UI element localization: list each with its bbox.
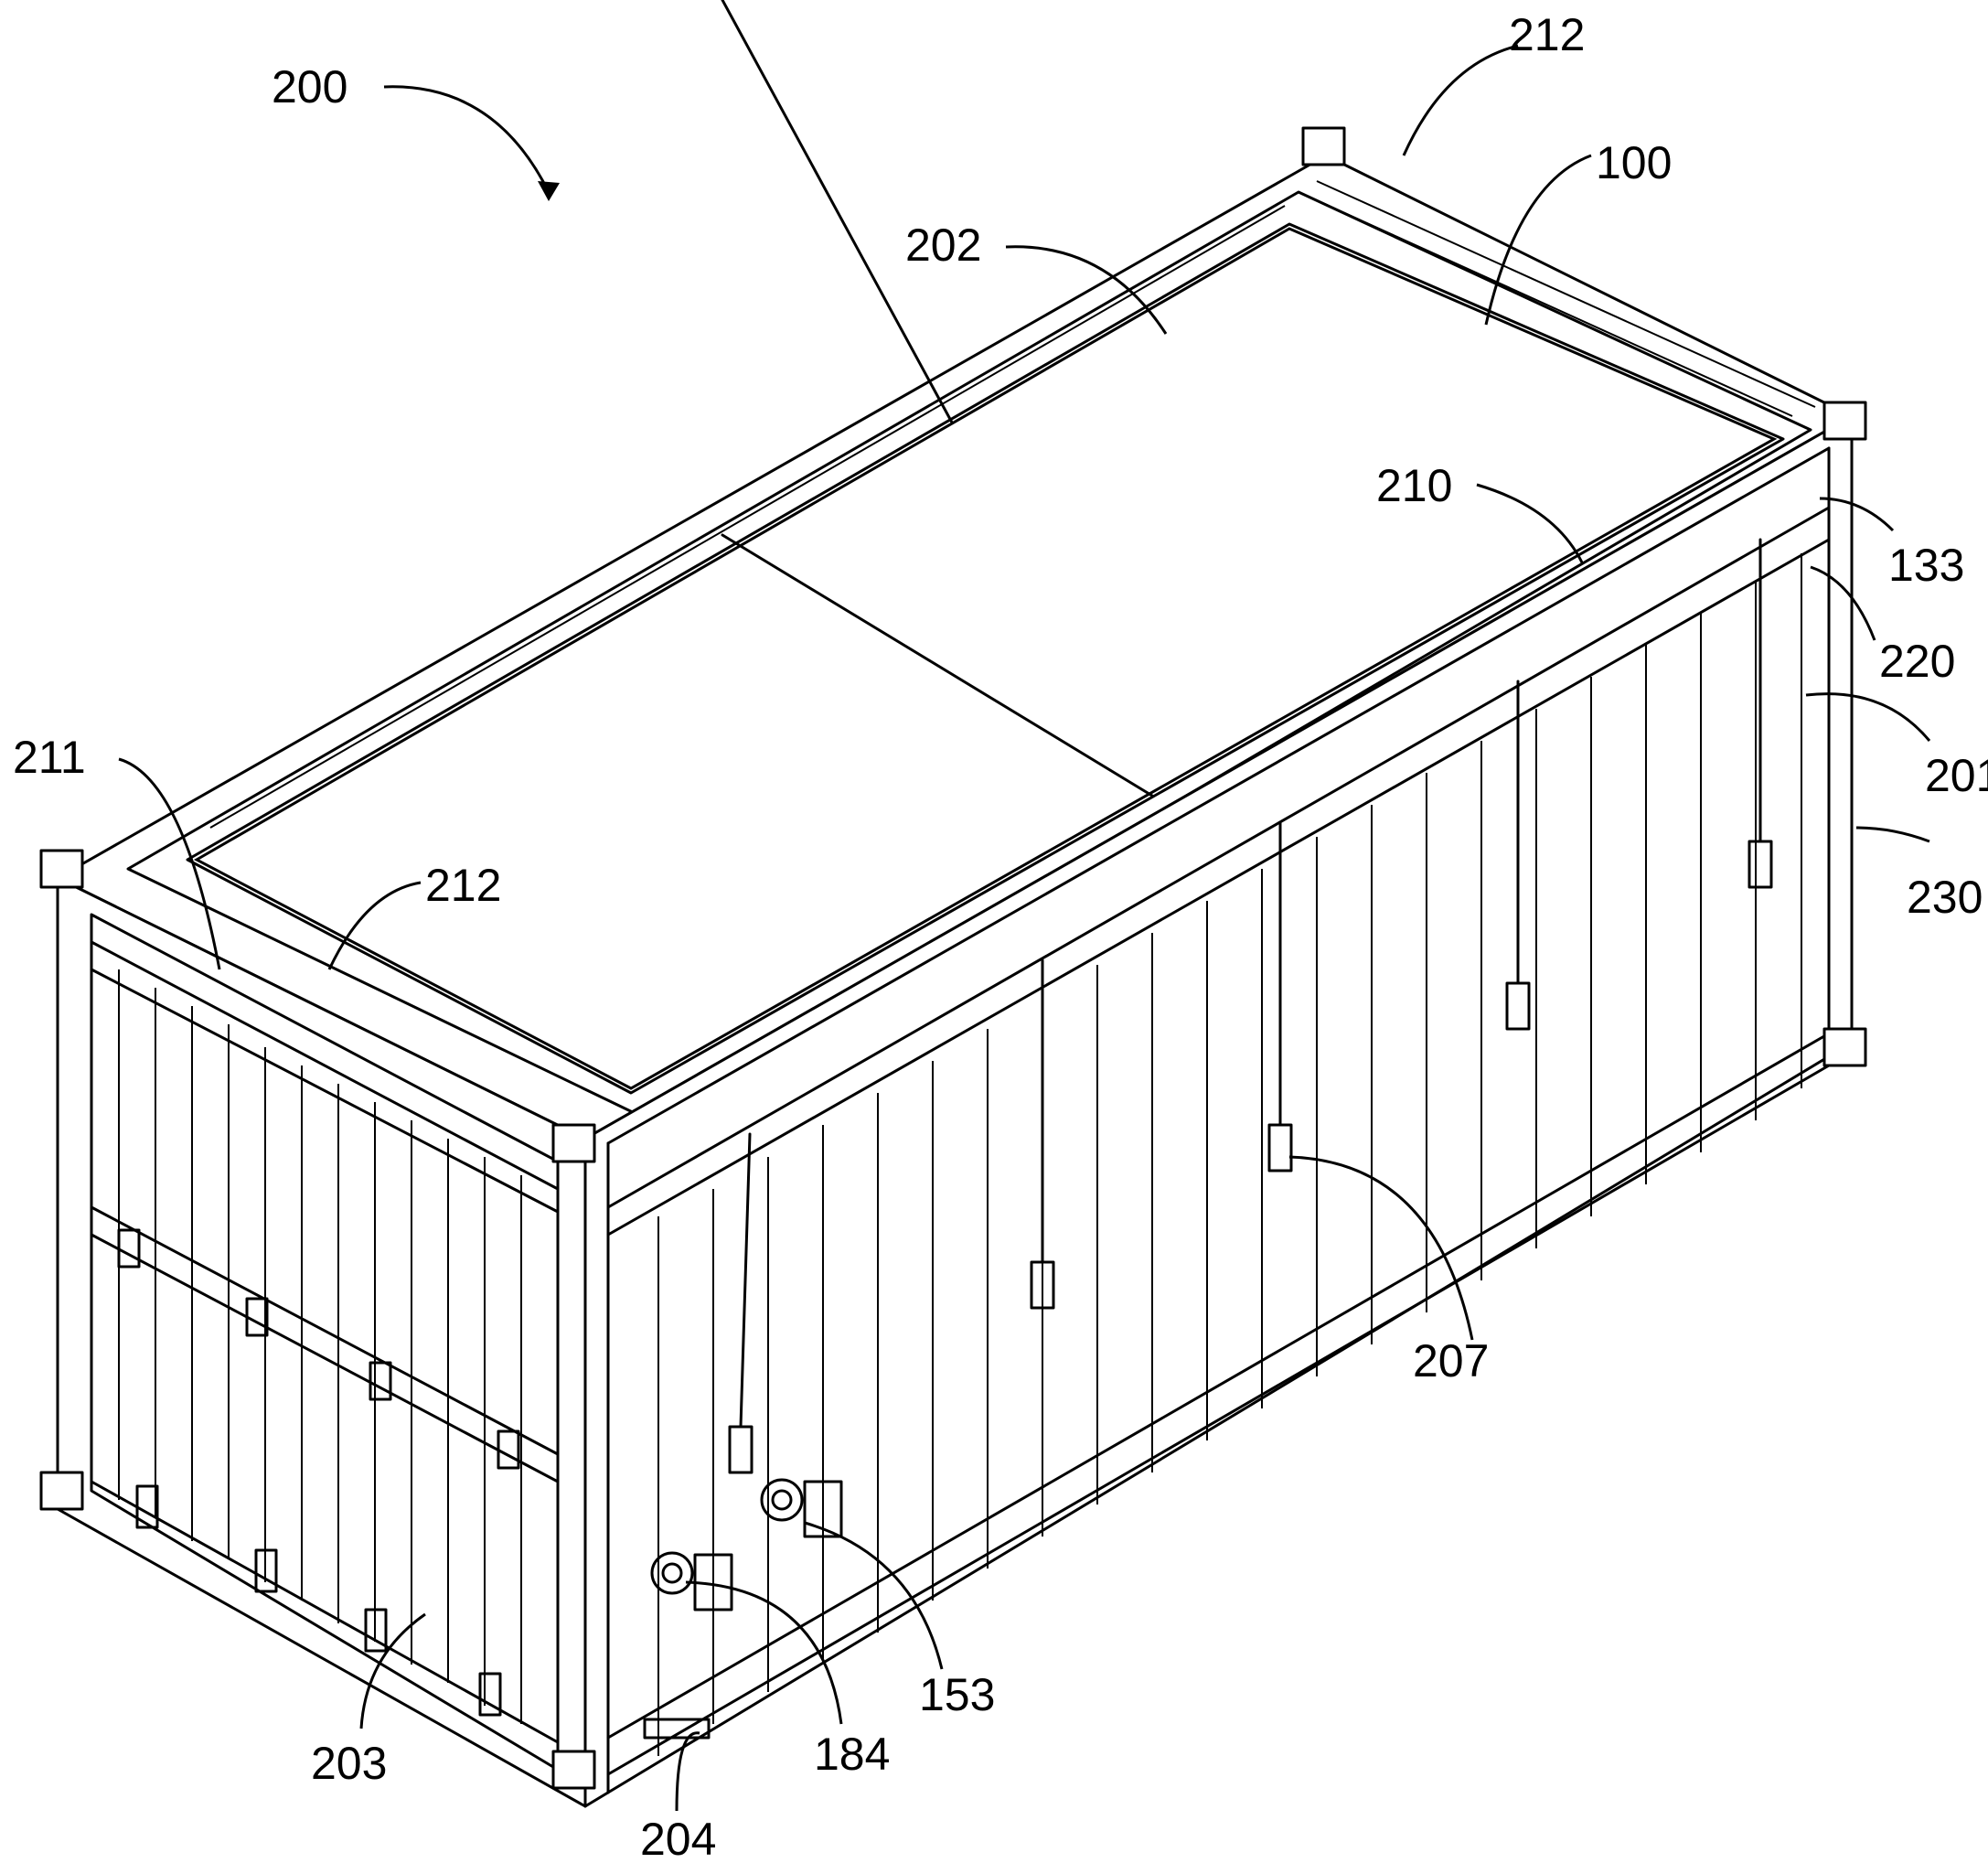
door-hinge-icon bbox=[117, 1228, 520, 1717]
label-100: 100 bbox=[1596, 137, 1672, 188]
label-212-top: 212 bbox=[1509, 9, 1585, 60]
label-204: 204 bbox=[640, 1814, 716, 1863]
leader-lines bbox=[118, 44, 1931, 1812]
label-200: 200 bbox=[272, 61, 347, 112]
label-202: 202 bbox=[905, 219, 981, 271]
label-184: 184 bbox=[814, 1729, 890, 1780]
label-210: 210 bbox=[1376, 460, 1452, 511]
side-wall-201 bbox=[39, 126, 1867, 1808]
end-face-left bbox=[56, 876, 587, 1808]
label-133: 133 bbox=[1888, 540, 1964, 591]
label-230: 230 bbox=[1907, 872, 1983, 923]
label-153: 153 bbox=[919, 1669, 995, 1720]
label-212-left: 212 bbox=[425, 860, 501, 911]
label-201: 201 bbox=[1925, 750, 1988, 801]
label-203: 203 bbox=[311, 1738, 387, 1789]
reference-labels: 200 212 100 202 210 133 220 211 201 212 … bbox=[13, 9, 1988, 1863]
label-211: 211 bbox=[13, 732, 86, 783]
latch-icon bbox=[643, 1718, 711, 1740]
label-207: 207 bbox=[1413, 1335, 1489, 1387]
roof-panel-202 bbox=[193, 180, 1816, 1090]
label-220: 220 bbox=[1879, 636, 1955, 687]
corner-casting-icon bbox=[39, 126, 1867, 1790]
strap-tensioner-icon bbox=[728, 538, 1773, 1474]
